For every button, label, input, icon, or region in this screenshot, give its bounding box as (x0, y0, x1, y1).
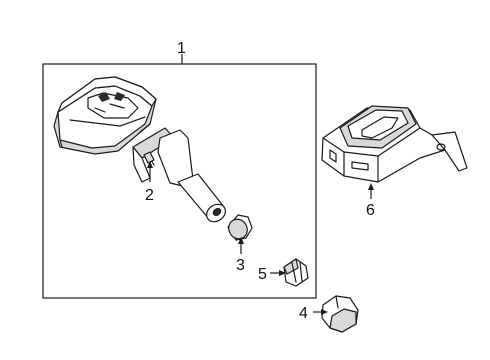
valve-nut (321, 295, 359, 333)
valve-stem (132, 127, 226, 223)
valve-cap (227, 214, 253, 241)
callout-5-arrow (279, 270, 286, 276)
callout-4-arrow (321, 309, 328, 315)
callout-6: 6 (366, 202, 375, 219)
callout-3-arrow (238, 237, 244, 244)
callout-6-arrow (368, 183, 374, 190)
callout-1: 1 (177, 40, 186, 57)
callout-2-arrow (147, 161, 153, 168)
assembly-frame (42, 63, 317, 299)
callout-3: 3 (236, 257, 245, 274)
callout-4: 4 (299, 305, 308, 322)
callout-5: 5 (258, 266, 267, 283)
pressure-sensor-body (53, 76, 157, 155)
callout-2: 2 (145, 187, 154, 204)
tpms-receiver-module (321, 105, 468, 183)
valve-core (283, 258, 309, 287)
